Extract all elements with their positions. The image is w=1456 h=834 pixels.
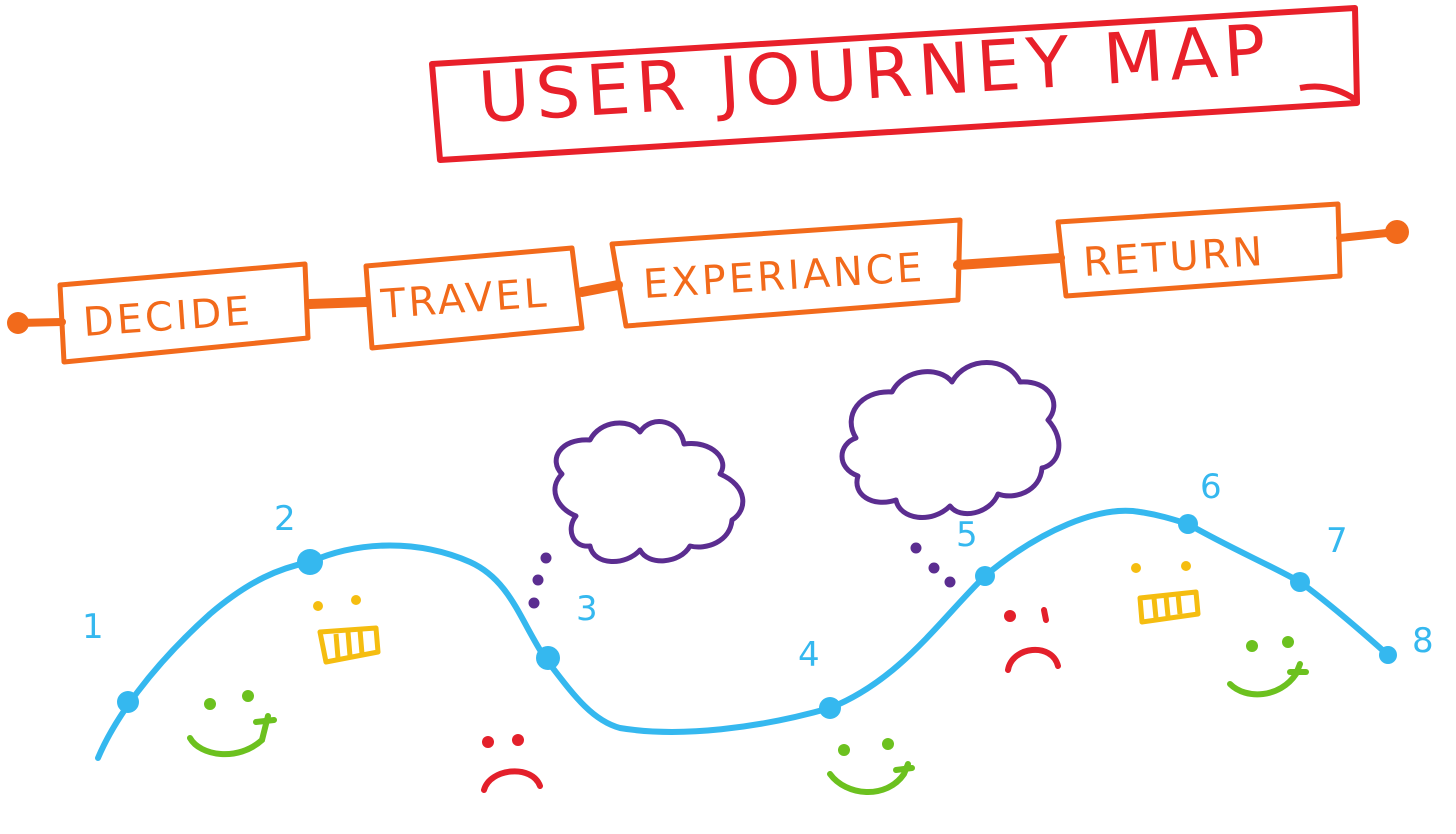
sad-face-icon xyxy=(1004,607,1061,673)
touchpoint-7: 7 xyxy=(1290,521,1348,592)
sad-face-icon xyxy=(481,734,543,793)
thought-cloud-left xyxy=(528,419,746,609)
touchpoint-number: 3 xyxy=(576,589,598,629)
stage-label: DECIDE xyxy=(81,288,254,346)
touchpoint-number: 6 xyxy=(1200,467,1222,507)
happy-face-icon xyxy=(827,738,915,795)
touchpoint-4: 4 xyxy=(798,635,841,719)
title-box: USER JOURNEY MAP xyxy=(429,5,1360,163)
stage-label: RETURN xyxy=(1082,229,1267,286)
stage-travel: TRAVEL xyxy=(363,245,585,351)
thought-cloud-right xyxy=(839,360,1062,588)
grimace-face-icon xyxy=(1131,561,1201,625)
happy-face-icon xyxy=(187,690,277,757)
touchpoint-1: 1 xyxy=(82,607,139,713)
touchpoint-5: 5 xyxy=(956,515,995,586)
touchpoint-8: 8 xyxy=(1379,621,1434,664)
touchpoint-number: 1 xyxy=(82,607,104,647)
touchpoint-6: 6 xyxy=(1178,467,1222,534)
stage-decide: DECIDE xyxy=(57,261,311,365)
happy-face-icon xyxy=(1227,636,1309,698)
stage-experiance: EXPERIANCE xyxy=(609,217,963,329)
stage-return: RETURN xyxy=(1055,201,1343,299)
stage-label: TRAVEL xyxy=(378,270,550,328)
timeline-start-dot xyxy=(7,312,29,334)
journey-curve xyxy=(95,507,1391,761)
touchpoint-2: 2 xyxy=(274,499,323,575)
touchpoint-number: 5 xyxy=(956,515,978,555)
touchpoint-number: 8 xyxy=(1412,621,1434,661)
grimace-face-icon xyxy=(313,595,381,665)
stage-label: EXPERIANCE xyxy=(642,245,926,308)
timeline-end-dot xyxy=(1385,220,1409,244)
touchpoint-3: 3 xyxy=(536,589,598,670)
touchpoint-number: 2 xyxy=(274,499,296,539)
touchpoint-number: 4 xyxy=(798,635,820,675)
stage-timeline xyxy=(7,220,1409,334)
touchpoint-number: 7 xyxy=(1326,521,1348,561)
title: USER JOURNEY MAP xyxy=(476,9,1274,139)
